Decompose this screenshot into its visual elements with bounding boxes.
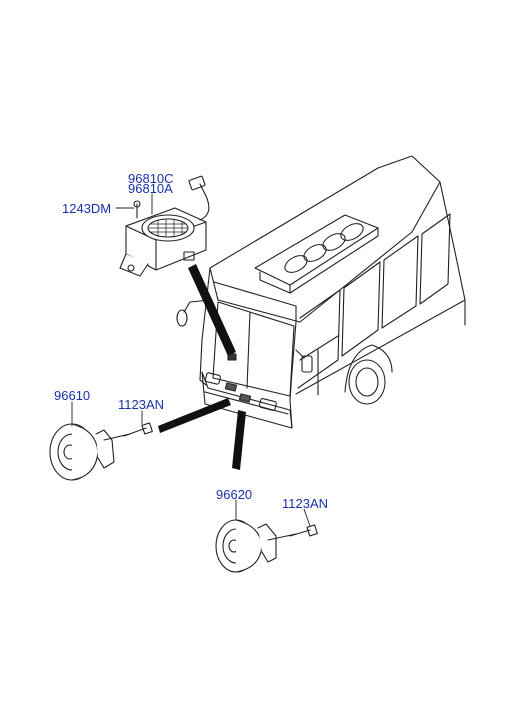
horn-icon [49,422,153,481]
leader-lines [71,193,311,527]
pointer-arrows [158,264,246,470]
horn-icon [215,519,318,573]
part-label-96620[interactable]: 96620 [216,487,253,502]
part-label-96810c[interactable]: 96810C [128,171,174,186]
bus-illustration [176,155,466,429]
reverse-buzzer-icon [119,175,210,277]
part-label-96810a[interactable]: 96810A [128,181,173,196]
part-label-1243dm[interactable]: 1243DM [62,201,112,216]
part-label-1123an-right[interactable]: 1123AN [282,496,329,511]
part-label-1123an-left[interactable]: 1123AN [118,397,165,412]
part-label-96610[interactable]: 96610 [54,388,91,403]
